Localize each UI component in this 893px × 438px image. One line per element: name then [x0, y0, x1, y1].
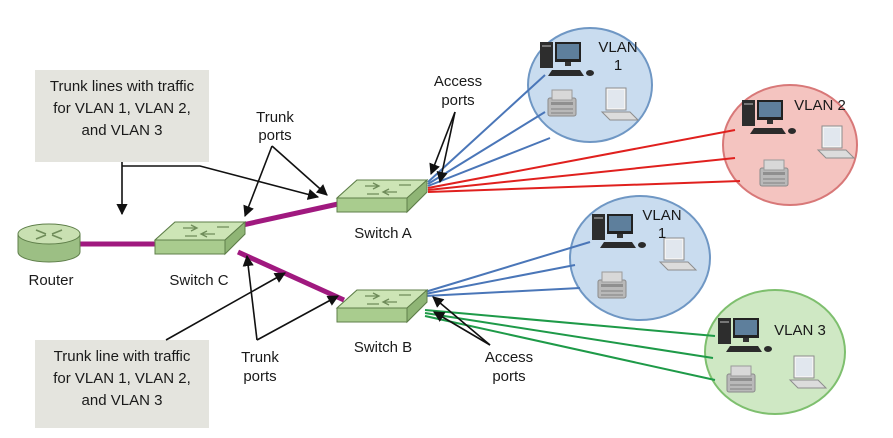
vlan2-label: VLAN 2	[794, 97, 846, 114]
printer-icon	[547, 89, 577, 117]
trunk-note-top-line2: for VLAN 1, VLAN 2,	[53, 100, 191, 117]
vlan1-b-label-1: VLAN	[642, 207, 681, 224]
trunk-ports-bottom-label-1: Trunk	[241, 349, 279, 366]
vlan1-a-label-1: VLAN	[598, 39, 637, 56]
vlan1-a-label-2: 1	[614, 57, 622, 74]
access-ports-top-label-2: ports	[441, 92, 474, 109]
access-line-a-vlan2	[427, 129, 736, 189]
access-line-b-vlan3	[424, 312, 714, 359]
access-line-a-vlan1	[427, 111, 546, 185]
switch-b-label: Switch B	[354, 339, 412, 356]
access-line-b-vlan3	[424, 309, 716, 337]
access-line-b-vlan1	[424, 241, 591, 293]
trunk-line-c-a	[237, 201, 339, 229]
access-line-a-vlan1	[427, 74, 546, 183]
switch-c-icon	[154, 221, 246, 255]
vlan3-label: VLAN 3	[774, 322, 826, 339]
arrows	[116, 111, 491, 346]
printer-icon	[597, 271, 627, 299]
trunk-note-bottom-line2: for VLAN 1, VLAN 2,	[53, 370, 191, 387]
trunk-note-top-line1: Trunk lines with traffic	[49, 78, 195, 95]
access-line-a-vlan2	[427, 180, 741, 193]
access-ports-bottom-label-1: Access	[485, 349, 533, 366]
printer-icon	[726, 365, 756, 393]
access-ports-top-label-1: Access	[434, 73, 482, 90]
vlan1-b-label-2: 1	[658, 225, 666, 242]
trunk-note-bottom: Trunk line with traffic for VLAN 1, VLAN…	[35, 340, 209, 428]
trunk-note-bottom-line1: Trunk line with traffic	[53, 348, 191, 365]
access-line-a-vlan2	[427, 157, 736, 191]
access-line-b-vlan1	[424, 287, 581, 297]
switch-a-label: Switch A	[354, 225, 412, 242]
printer-icon	[759, 159, 789, 187]
access-line-b-vlan3	[424, 315, 716, 381]
trunk-line-c-b	[236, 249, 346, 303]
trunk-note-top-line3: and VLAN 3	[81, 122, 163, 139]
access-line-a-vlan1	[427, 137, 551, 187]
router-label: Router	[28, 272, 73, 289]
switch-b-icon	[336, 289, 428, 323]
trunk-ports-top-label-2: ports	[258, 127, 291, 144]
trunk-note-top: Trunk lines with traffic for VLAN 1, VLA…	[35, 70, 209, 162]
vlan2-zone	[722, 84, 858, 206]
access-ports-bottom-label-2: ports	[492, 368, 525, 385]
switch-c-label: Switch C	[169, 272, 228, 289]
router-icon	[17, 223, 81, 263]
switch-a-icon	[336, 179, 428, 213]
access-line-b-vlan1	[424, 264, 576, 295]
vlan1-b-zone	[569, 195, 711, 321]
trunk-note-bottom-line3: and VLAN 3	[81, 392, 163, 409]
trunk-ports-bottom-label-2: ports	[243, 368, 276, 385]
trunk-ports-top-label-1: Trunk	[256, 109, 294, 126]
